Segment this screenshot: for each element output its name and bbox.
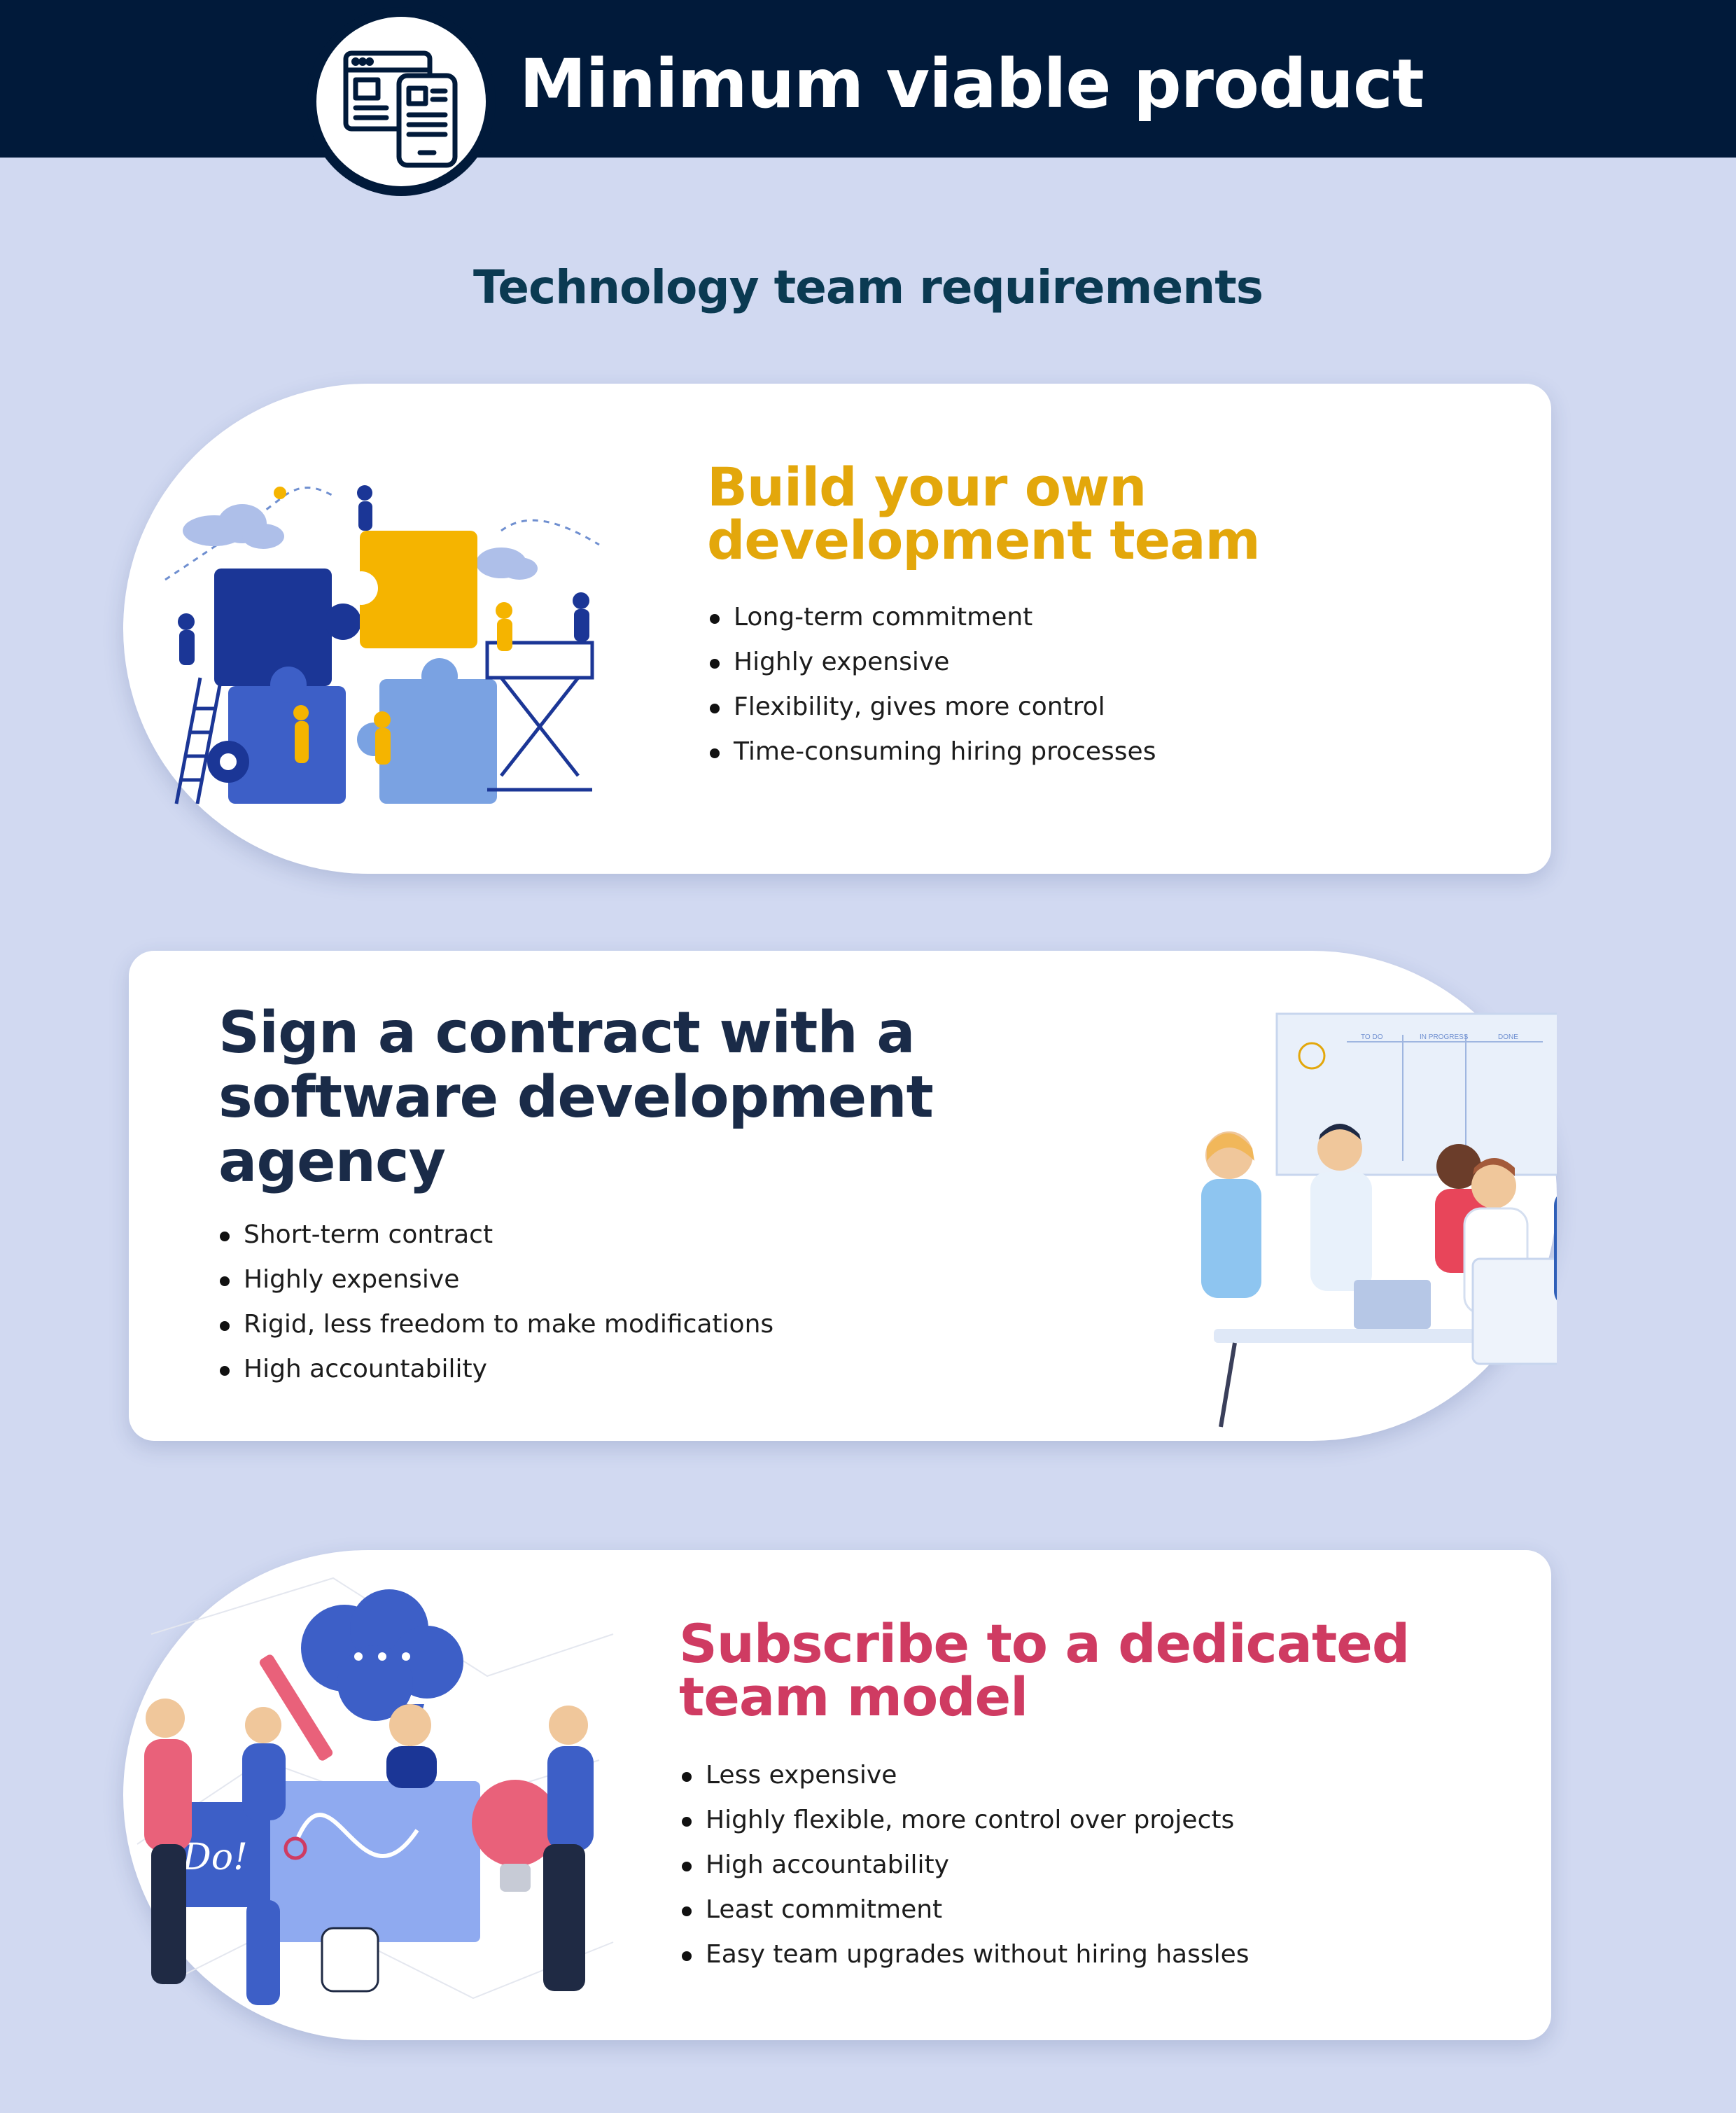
meeting-table-illustration: TO DO IN PROGRESS DONE bbox=[1201, 1012, 1557, 1428]
option-title: Sign a contract with a software developm… bbox=[218, 1000, 934, 1195]
option-bullet-list: Less expensive Highly flexible, more con… bbox=[682, 1753, 1250, 1977]
option-title: Build your own development team bbox=[707, 456, 1261, 571]
option-card-agency: Sign a contract with a software developm… bbox=[129, 951, 1557, 1441]
team-holding-signs-illustration: Do! bbox=[136, 1577, 614, 2005]
board-label-in-progress: IN PROGRESS bbox=[1420, 1033, 1469, 1041]
browser-mobile-layout-icon bbox=[343, 50, 458, 168]
list-item: High accountability bbox=[220, 1347, 774, 1392]
header-bar bbox=[0, 0, 1736, 158]
list-item: Highly expensive bbox=[220, 1257, 774, 1302]
option-card-dedicated-team: Do! Subscribe to a dedicated team model … bbox=[123, 1550, 1551, 2040]
option-bullet-list: Short-term contract Highly expensive Rig… bbox=[220, 1213, 774, 1392]
option-title: Subscribe to a dedicated team model bbox=[679, 1612, 1410, 1728]
list-item: Flexibility, gives more control bbox=[710, 685, 1156, 730]
header-icon-badge bbox=[307, 7, 496, 196]
sign-text: Do! bbox=[181, 1836, 248, 1878]
section-subtitle: Technology team requirements bbox=[472, 260, 1264, 314]
option-bullet-list: Long-term commitment Highly expensive Fl… bbox=[710, 595, 1156, 774]
list-item: Easy team upgrades without hiring hassle… bbox=[682, 1932, 1250, 1977]
list-item: Less expensive bbox=[682, 1753, 1250, 1798]
puzzle-team-illustration bbox=[164, 485, 600, 804]
page-title: Minimum viable product bbox=[519, 45, 1424, 123]
list-item: Short-term contract bbox=[220, 1213, 774, 1257]
option-card-build-team: Build your own development team Long-ter… bbox=[123, 384, 1551, 874]
list-item: Highly expensive bbox=[710, 640, 1156, 685]
list-item: Least commitment bbox=[682, 1888, 1250, 1932]
board-label-done: DONE bbox=[1498, 1033, 1518, 1041]
list-item: Highly flexible, more control over proje… bbox=[682, 1798, 1250, 1843]
list-item: Rigid, less freedom to make modification… bbox=[220, 1302, 774, 1347]
list-item: Time-consuming hiring processes bbox=[710, 730, 1156, 774]
board-label-todo: TO DO bbox=[1361, 1033, 1383, 1041]
list-item: High accountability bbox=[682, 1843, 1250, 1888]
list-item: Long-term commitment bbox=[710, 595, 1156, 640]
